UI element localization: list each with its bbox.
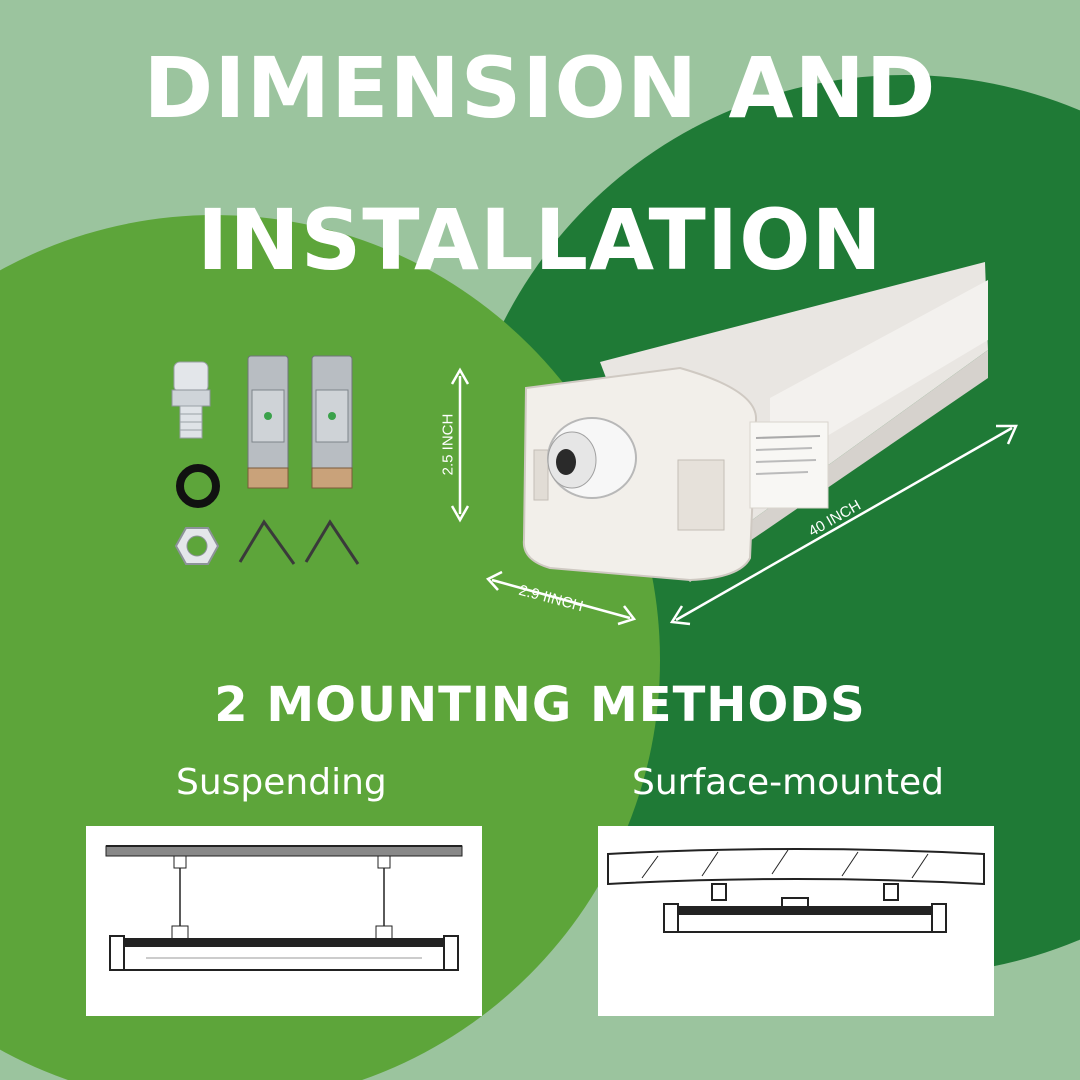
mounting-label-surface: Surface-mounted [632, 762, 944, 803]
width-dimension-arrow [485, 570, 637, 626]
hanging-hook-icon [304, 519, 360, 565]
surface-fixture [663, 903, 947, 933]
fixture-cable-gland [547, 417, 637, 499]
mounting-clip-icon [311, 355, 353, 489]
ceiling-surface [607, 848, 985, 886]
suspension-wire-right [375, 855, 393, 941]
height-label: 2.5 INCH [439, 413, 457, 476]
suspension-wire-left [171, 855, 189, 941]
mounting-label-suspending: Suspending [176, 762, 387, 803]
product-label [749, 421, 829, 509]
mounting-clip-icon [247, 355, 289, 489]
title-line-2: INSTALLATION [197, 191, 883, 289]
led-fixture-illustration [450, 262, 1018, 626]
ceiling [105, 845, 463, 857]
title-line-1: DIMENSION AND [143, 39, 937, 137]
cable-gland-icon [171, 361, 211, 439]
suspended-fixture [109, 935, 459, 971]
hanging-hook-icon [238, 519, 296, 565]
section-heading: 2 MOUNTING METHODS [214, 677, 866, 733]
mounting-bracket-left [711, 883, 727, 901]
mounting-bracket-right [883, 883, 899, 901]
accessories [171, 355, 360, 565]
o-ring-icon [176, 464, 220, 508]
height-dimension-arrow [450, 367, 470, 523]
hex-nut-icon [174, 527, 220, 565]
length-dimension-arrow [669, 424, 1018, 626]
suspending-diagram [86, 826, 482, 1016]
surface-mounted-diagram [598, 826, 994, 1016]
